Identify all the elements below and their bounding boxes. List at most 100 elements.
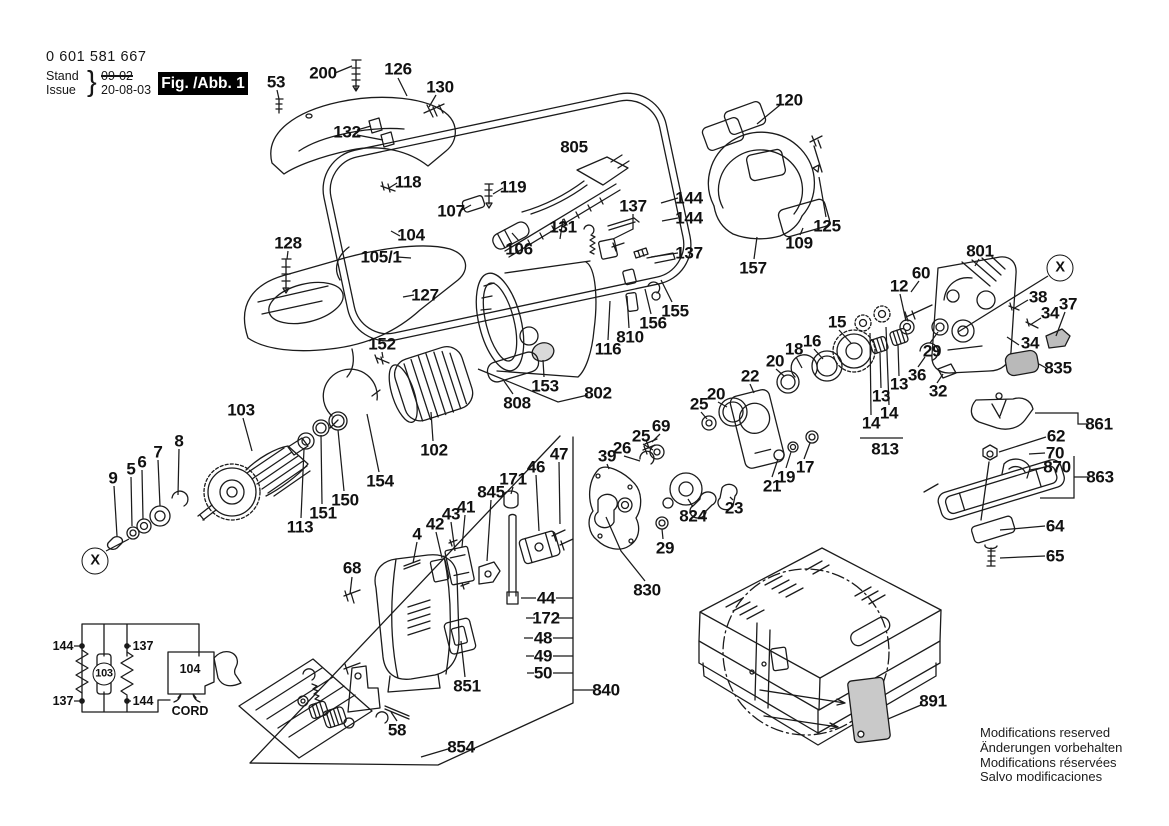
part-callout-4: 4 xyxy=(412,524,422,544)
part-callout-8: 8 xyxy=(174,431,184,451)
part-callout-150: 150 xyxy=(331,490,359,510)
modifications-notice: Modifications reserved Änderungen vorbeh… xyxy=(980,725,1122,785)
part-callout-12: 12 xyxy=(889,276,909,296)
part-callout-813: 813 xyxy=(871,439,899,459)
leader-line xyxy=(642,443,654,451)
leader-line xyxy=(626,295,630,329)
part-callout-810: 810 xyxy=(616,327,644,347)
leader-line xyxy=(998,436,1047,453)
leader-line xyxy=(430,411,434,442)
field-coil-group xyxy=(322,346,474,429)
leader-line xyxy=(1055,311,1066,337)
leader-line xyxy=(412,541,418,564)
part-callout-151: 151 xyxy=(309,503,337,523)
leader-line xyxy=(813,348,824,360)
leader-line xyxy=(276,89,280,100)
part-callout-119: 119 xyxy=(499,177,527,197)
leader-line xyxy=(286,250,289,260)
part-callout-824: 824 xyxy=(679,506,707,526)
leader-line xyxy=(349,576,353,595)
leader-line xyxy=(605,516,646,582)
part-callout-49: 49 xyxy=(533,646,553,666)
part-callout-34: 34 xyxy=(1040,303,1060,323)
part-callout-144: 144 xyxy=(132,693,154,708)
part-callout-105_1: 105/1 xyxy=(360,247,402,267)
part-callout-144: 144 xyxy=(675,188,703,208)
leader-line xyxy=(492,187,504,195)
part-callout-106: 106 xyxy=(505,239,533,259)
leader-line xyxy=(661,217,679,222)
part-callout-118: 118 xyxy=(394,172,422,192)
part-callout-X: X xyxy=(1046,254,1074,282)
part-callout-13: 13 xyxy=(871,386,891,406)
gear-train-group xyxy=(588,329,876,550)
leader-line xyxy=(917,356,926,368)
leader-line xyxy=(356,134,384,141)
cord-group xyxy=(380,154,630,258)
part-callout-65: 65 xyxy=(1045,546,1065,566)
leader-line xyxy=(113,485,118,537)
part-callout-120: 120 xyxy=(775,90,803,110)
part-callout-25: 25 xyxy=(631,426,651,446)
part-callout-70: 70 xyxy=(1045,443,1065,463)
part-callout-131: 131 xyxy=(549,217,577,237)
leader-line xyxy=(910,280,920,293)
leader-line xyxy=(157,459,161,507)
leader-line xyxy=(461,514,466,548)
part-callout-891: 891 xyxy=(919,691,947,711)
leader-line xyxy=(999,525,1046,531)
part-callout-15: 15 xyxy=(827,312,847,332)
part-callout-154: 154 xyxy=(366,471,394,491)
part-callout-851: 851 xyxy=(453,676,481,696)
leader-line xyxy=(749,383,755,394)
leader-line xyxy=(141,469,144,520)
leader-line xyxy=(999,555,1046,559)
foot-assembly-group xyxy=(923,392,1065,567)
leader-line xyxy=(838,329,852,344)
part-callout-109: 109 xyxy=(785,233,813,253)
part-callout-X: X xyxy=(81,547,109,575)
part-callout-102: 102 xyxy=(420,440,448,460)
part-callout-156: 156 xyxy=(639,313,667,333)
leader-line xyxy=(1012,299,1029,310)
stand-label: Stand xyxy=(46,69,79,83)
part-callout-840: 840 xyxy=(592,680,620,700)
brace-glyph: } xyxy=(87,66,97,98)
leader-line xyxy=(700,411,708,420)
leader-line xyxy=(559,218,564,240)
part-callout-137: 137 xyxy=(675,243,703,263)
plunger-group xyxy=(403,490,574,605)
motor-housing-group xyxy=(475,260,597,383)
leader-line xyxy=(402,294,415,298)
part-callout-128: 128 xyxy=(274,233,302,253)
part-callout-863: 863 xyxy=(1086,467,1114,487)
part-callout-830: 830 xyxy=(633,580,661,600)
leader-line xyxy=(397,77,408,97)
leader-line xyxy=(803,442,811,460)
leader-line xyxy=(753,236,758,260)
stand-issue-values: 09-02 20-08-03 xyxy=(101,69,151,97)
leader-line xyxy=(661,528,664,540)
leader-line xyxy=(936,373,944,384)
leader-line xyxy=(510,486,514,495)
part-callout-130: 130 xyxy=(426,77,454,97)
part-callout-125: 125 xyxy=(813,216,841,236)
part-callout-152: 152 xyxy=(368,334,396,354)
leader-line xyxy=(366,413,380,473)
leader-line xyxy=(461,204,472,211)
part-callout-20: 20 xyxy=(706,384,726,404)
leader-line xyxy=(1028,452,1046,455)
part-callout-137: 137 xyxy=(619,196,647,216)
leader-line xyxy=(1029,466,1047,471)
leader-line xyxy=(879,352,882,389)
part-callout-845: 845 xyxy=(477,482,505,502)
part-callout-13: 13 xyxy=(889,374,909,394)
stand-value-struck: 09-02 xyxy=(101,69,133,83)
cord-guard-loop xyxy=(322,92,692,342)
part-callout-60: 60 xyxy=(911,263,931,283)
part-callout-854: 854 xyxy=(447,737,475,757)
figure-badge: Fig. /Abb. 1 xyxy=(158,72,248,95)
leader-line xyxy=(542,359,545,378)
part-callout-32: 32 xyxy=(928,381,948,401)
